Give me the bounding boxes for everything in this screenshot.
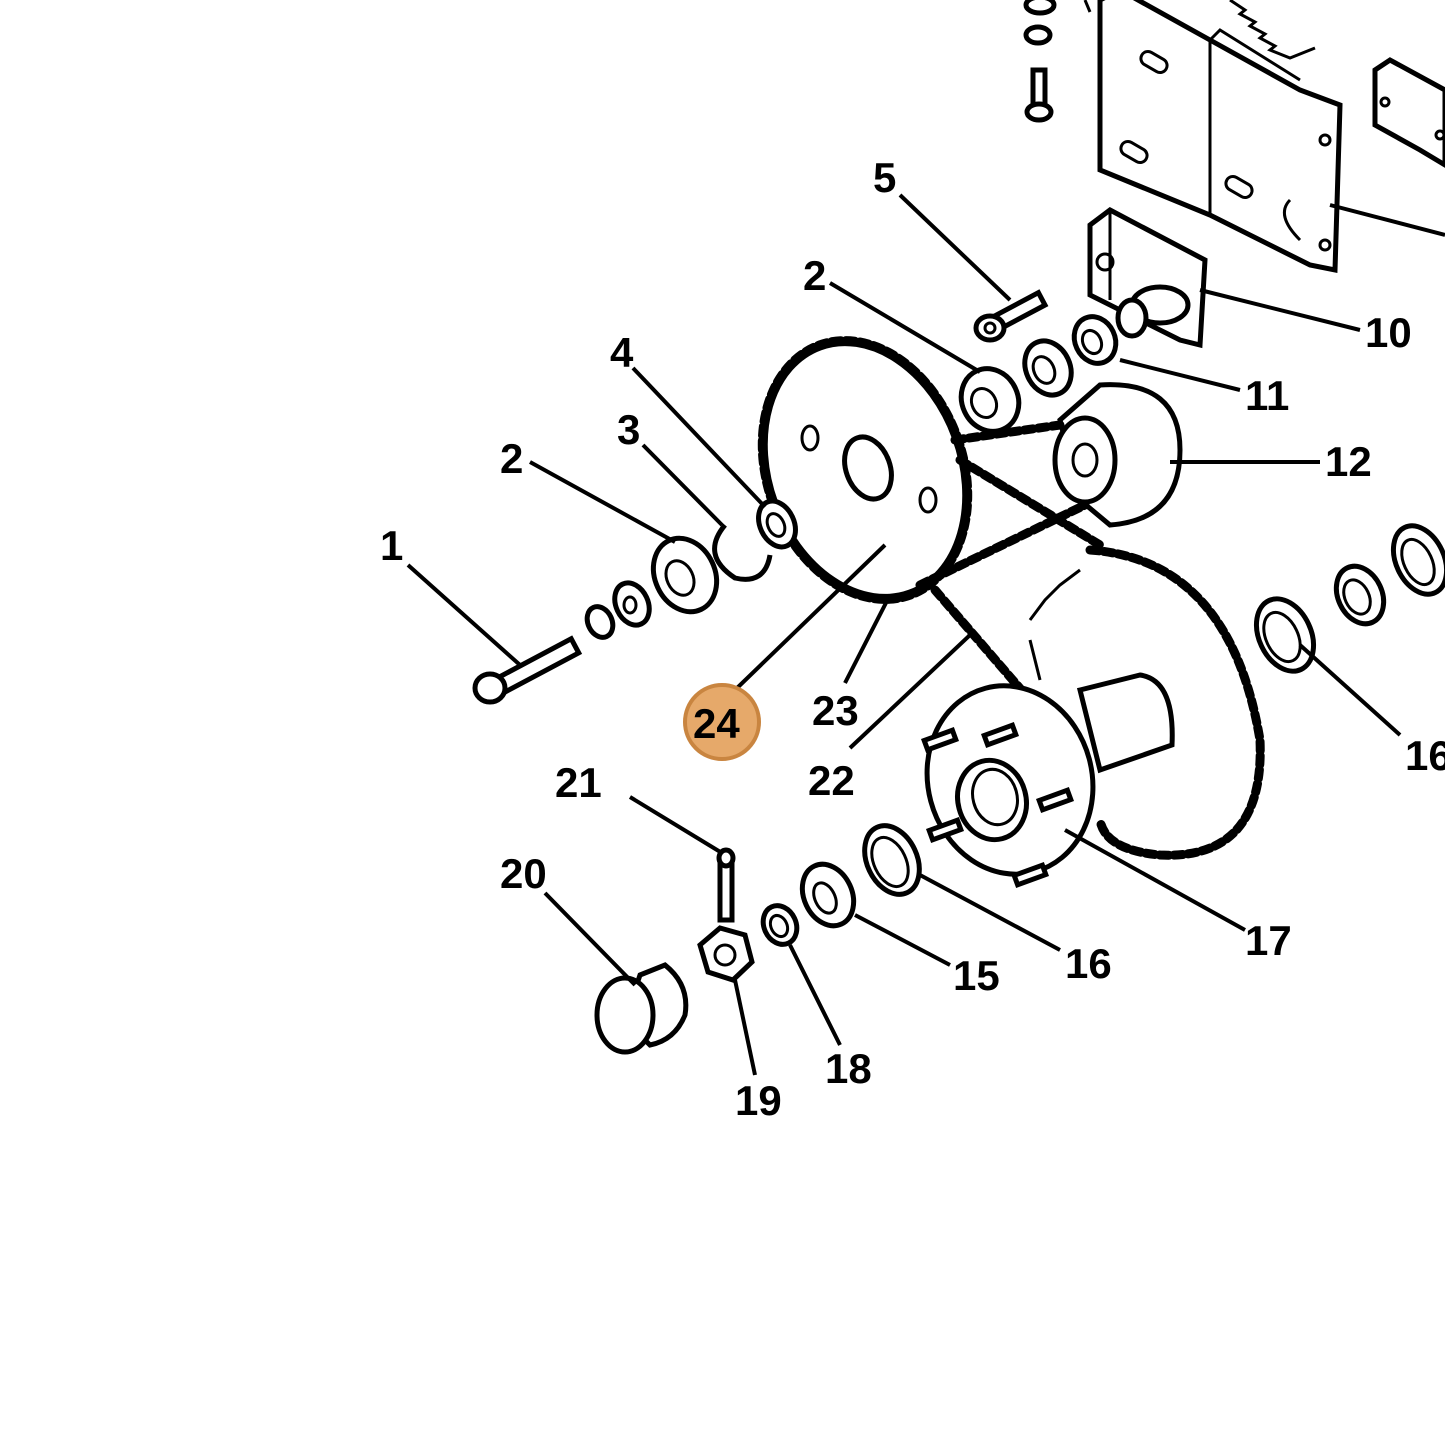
callout-10: 10 [1365, 309, 1412, 356]
callout-23: 23 [812, 687, 859, 734]
callout-2-upper: 2 [803, 252, 826, 299]
hub-17 [920, 672, 1175, 889]
washer-4 [756, 498, 798, 550]
bearing-11 [1022, 314, 1119, 398]
callout-3: 3 [617, 406, 640, 453]
cotter-pin-21 [716, 847, 736, 923]
highlight-circle [683, 683, 761, 761]
callout-5: 5 [873, 154, 896, 201]
bearing-block [1087, 207, 1208, 349]
callout-18: 18 [825, 1045, 872, 1092]
callout-11: 11 [1245, 372, 1289, 419]
rear-sprocket [1028, 545, 1265, 860]
callout-1: 1 [380, 522, 403, 569]
callout-16-right: 16 [1405, 732, 1445, 779]
callout-19: 19 [735, 1077, 782, 1124]
top-spring [1229, 0, 1316, 60]
bolt-5 [973, 289, 1049, 343]
callout-labels: 1 2 2 3 4 5 10 11 12 15 16 16 17 18 19 2… [380, 154, 1445, 1124]
bearing-15 [799, 861, 857, 929]
callout-4: 4 [610, 329, 634, 376]
callout-24: 24 [693, 700, 740, 747]
bolt-1 [472, 635, 583, 705]
washer-stack [584, 580, 652, 640]
callout-17: 17 [1245, 917, 1292, 964]
washer-18 [760, 903, 800, 947]
leader-lines [406, 193, 1402, 1076]
snap-ring-3 [712, 523, 773, 582]
roller-chain [915, 420, 1105, 705]
callout-20: 20 [500, 850, 547, 897]
callout-12: 12 [1325, 438, 1372, 485]
bearing-2-lower [650, 535, 720, 615]
dust-cap-20 [594, 962, 689, 1055]
right-rings [1253, 523, 1445, 674]
callout-15: 15 [953, 952, 1000, 999]
upper-bracket [1097, 0, 1343, 274]
callout-2-lower: 2 [500, 435, 523, 482]
drum-12 [1052, 382, 1183, 528]
right-plate [1372, 57, 1445, 168]
callout-16-lower: 16 [1065, 940, 1112, 987]
seal-16 [862, 823, 922, 897]
callout-22: 22 [808, 757, 855, 804]
callout-21: 21 [555, 759, 602, 806]
top-bolt [1023, 0, 1092, 123]
castle-nut-19 [697, 925, 755, 983]
